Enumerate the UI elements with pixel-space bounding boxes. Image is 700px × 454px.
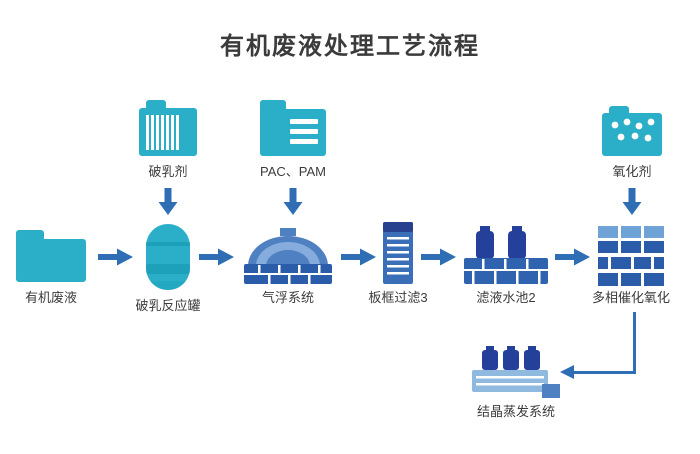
- catalytic-oxidation-stack-icon: [598, 226, 664, 286]
- arrow-right-icon: [341, 248, 376, 266]
- demulsification-tank-icon: [146, 224, 190, 290]
- node-label-pac-pam: PAC、PAM: [260, 164, 326, 179]
- connector-horizontal-line: [574, 371, 635, 374]
- node-label-crystallization: 结晶蒸发系统: [476, 404, 555, 419]
- arrow-down-icon: [283, 188, 303, 215]
- air-flotation-dome-icon: [244, 228, 332, 284]
- node-label-demulsifier: 破乳剂: [148, 164, 188, 179]
- crystallization-evaporator-icon: [472, 346, 560, 398]
- node-label-plate-filter: 板框过滤3: [368, 290, 428, 305]
- arrow-down-icon: [622, 188, 642, 215]
- arrow-right-icon: [199, 248, 234, 266]
- node-label-demulsification-tank: 破乳反应罐: [135, 298, 201, 313]
- arrow-right-icon: [421, 248, 456, 266]
- node-label-organic-waste: 有机废液: [24, 290, 77, 305]
- filtrate-pool-icon: [464, 226, 548, 284]
- arrow-left-icon: [560, 365, 574, 379]
- node-label-filtrate-pool: 滤液水池2: [476, 290, 536, 305]
- demulsifier-striped-folder-icon: [139, 100, 197, 156]
- organic-waste-folder-icon: [16, 230, 86, 282]
- node-label-air-flotation: 气浮系统: [261, 290, 314, 305]
- page-title: 有机废液处理工艺流程: [220, 33, 480, 60]
- pac-pam-lined-folder-icon: [260, 100, 326, 156]
- node-label-oxidant: 氧化剂: [612, 164, 652, 179]
- arrow-right-icon: [98, 248, 133, 266]
- arrow-down-icon: [158, 188, 178, 215]
- plate-frame-filter-icon: [383, 222, 413, 284]
- oxidant-dotted-folder-icon: [602, 106, 662, 156]
- connector-vertical-line: [633, 312, 636, 374]
- node-label-catalytic-oxidation: 多相催化氧化: [591, 290, 670, 305]
- arrow-right-icon: [555, 248, 590, 266]
